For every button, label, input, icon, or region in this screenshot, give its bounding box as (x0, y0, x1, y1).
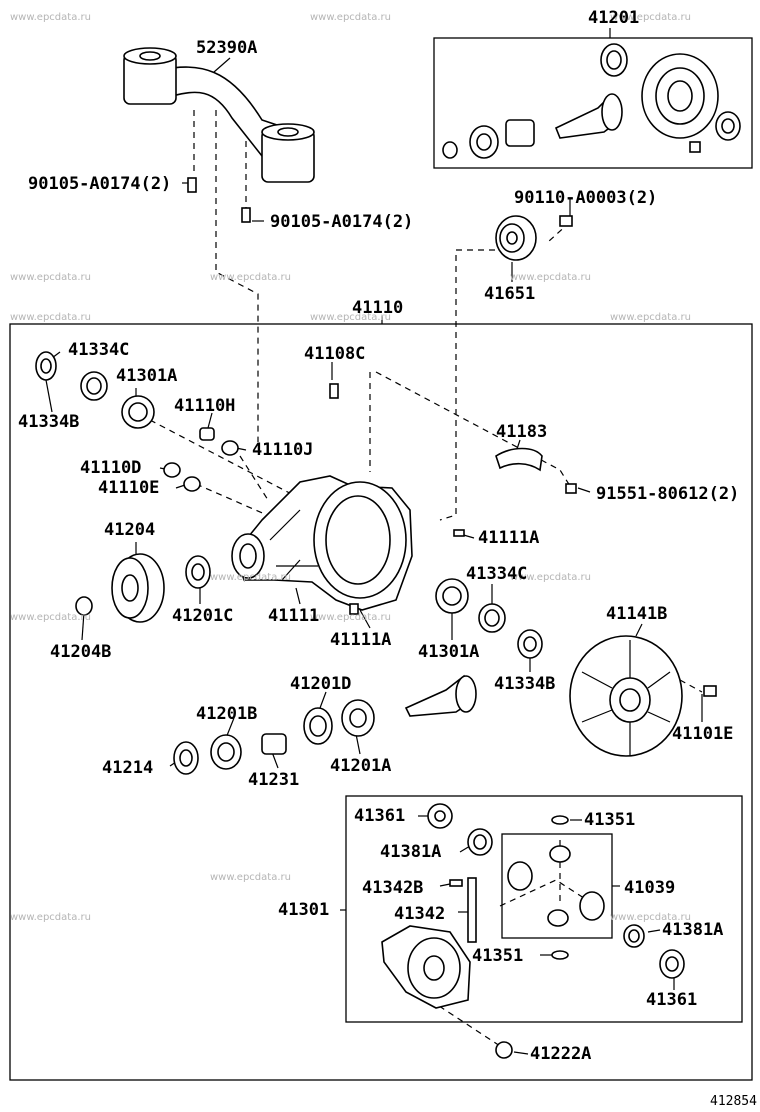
label-41110E: 41110E (98, 478, 160, 498)
label-41111A-a: 41111A (478, 528, 540, 548)
label-41204: 41204 (104, 520, 156, 540)
label-52390A: 52390A (196, 38, 258, 58)
label-41039: 41039 (624, 878, 676, 898)
label-41342: 41342 (394, 904, 446, 924)
watermark: www.epcdata.ru (510, 272, 591, 283)
label-41201B: 41201B (196, 704, 258, 724)
label-41201C: 41201C (172, 606, 234, 626)
label-41334C-a: 41334C (68, 340, 130, 360)
watermark: www.epcdata.ru (610, 912, 691, 923)
label-41101E: 41101E (672, 724, 734, 744)
label-41342B: 41342B (362, 878, 424, 898)
watermark: www.epcdata.ru (210, 572, 291, 583)
differential-parts (381, 803, 685, 1059)
label-41141B: 41141B (606, 604, 668, 624)
label-41301A-b: 41301A (418, 642, 480, 662)
watermark: www.epcdata.ru (210, 272, 291, 283)
label-91551-80612: 91551-80612(2) (596, 484, 740, 504)
frame-41201 (433, 37, 753, 169)
frame-41301 (345, 795, 743, 1023)
label-41111: 41111 (268, 606, 320, 626)
label-41108C: 41108C (304, 344, 366, 364)
watermark: www.epcdata.ru (610, 312, 691, 323)
label-41214: 41214 (102, 758, 154, 778)
watermark: www.epcdata.ru (310, 612, 391, 623)
watermark: www.epcdata.ru (10, 312, 91, 323)
flange-41651 (495, 215, 573, 261)
plate-41183 (495, 447, 577, 494)
gear-set-41201 (442, 43, 741, 159)
label-41334B-b: 41334B (494, 674, 556, 694)
label-41111A-b: 41111A (330, 630, 392, 650)
seals-left (35, 351, 339, 492)
label-41110H: 41110H (174, 396, 236, 416)
label-41361-a: 41361 (354, 806, 406, 826)
label-90105-A0174-a: 90105-A0174(2) (28, 174, 172, 194)
watermark: www.epcdata.ru (510, 572, 591, 583)
leader-lines (45, 28, 703, 1055)
figure-number: 412854 (710, 1094, 757, 1109)
label-90105-A0174-b: 90105-A0174(2) (270, 212, 414, 232)
watermark: www.epcdata.ru (310, 12, 391, 23)
pinion-group (173, 674, 477, 775)
label-41334B-a: 41334B (18, 412, 80, 432)
mount-bracket-52390A (123, 47, 315, 223)
seals-right (435, 578, 543, 659)
label-41334C-b: 41334C (466, 564, 528, 584)
watermark: www.epcdata.ru (310, 312, 391, 323)
watermark: www.epcdata.ru (210, 872, 291, 883)
label-41110: 41110 (352, 298, 404, 318)
label-41110J: 41110J (252, 440, 314, 460)
frame-41110 (9, 323, 753, 1081)
label-41381A-a: 41381A (380, 842, 442, 862)
label-41651: 41651 (484, 284, 536, 304)
watermark: www.epcdata.ru (610, 12, 691, 23)
flange-41204 (75, 553, 211, 623)
label-41201A: 41201A (330, 756, 392, 776)
label-41201D: 41201D (290, 674, 352, 694)
watermark: www.epcdata.ru (10, 272, 91, 283)
label-41351-a: 41351 (584, 810, 636, 830)
label-41222A: 41222A (530, 1044, 592, 1064)
label-41231: 41231 (248, 770, 300, 790)
label-41183: 41183 (496, 422, 548, 442)
label-41381A-b: 41381A (662, 920, 724, 940)
label-41301: 41301 (278, 900, 330, 920)
label-41201: 41201 (588, 8, 640, 28)
watermark: www.epcdata.ru (10, 612, 91, 623)
label-41110D: 41110D (80, 458, 142, 478)
label-41361-b: 41361 (646, 990, 698, 1010)
label-41204B: 41204B (50, 642, 112, 662)
label-90110-A0003: 90110-A0003(2) (514, 188, 658, 208)
carrier-housing-41110 (231, 475, 465, 615)
watermark: www.epcdata.ru (10, 12, 91, 23)
cover-41141B (569, 635, 717, 757)
watermark: www.epcdata.ru (10, 912, 91, 923)
label-41351-b: 41351 (472, 946, 524, 966)
label-41301A-a: 41301A (116, 366, 178, 386)
